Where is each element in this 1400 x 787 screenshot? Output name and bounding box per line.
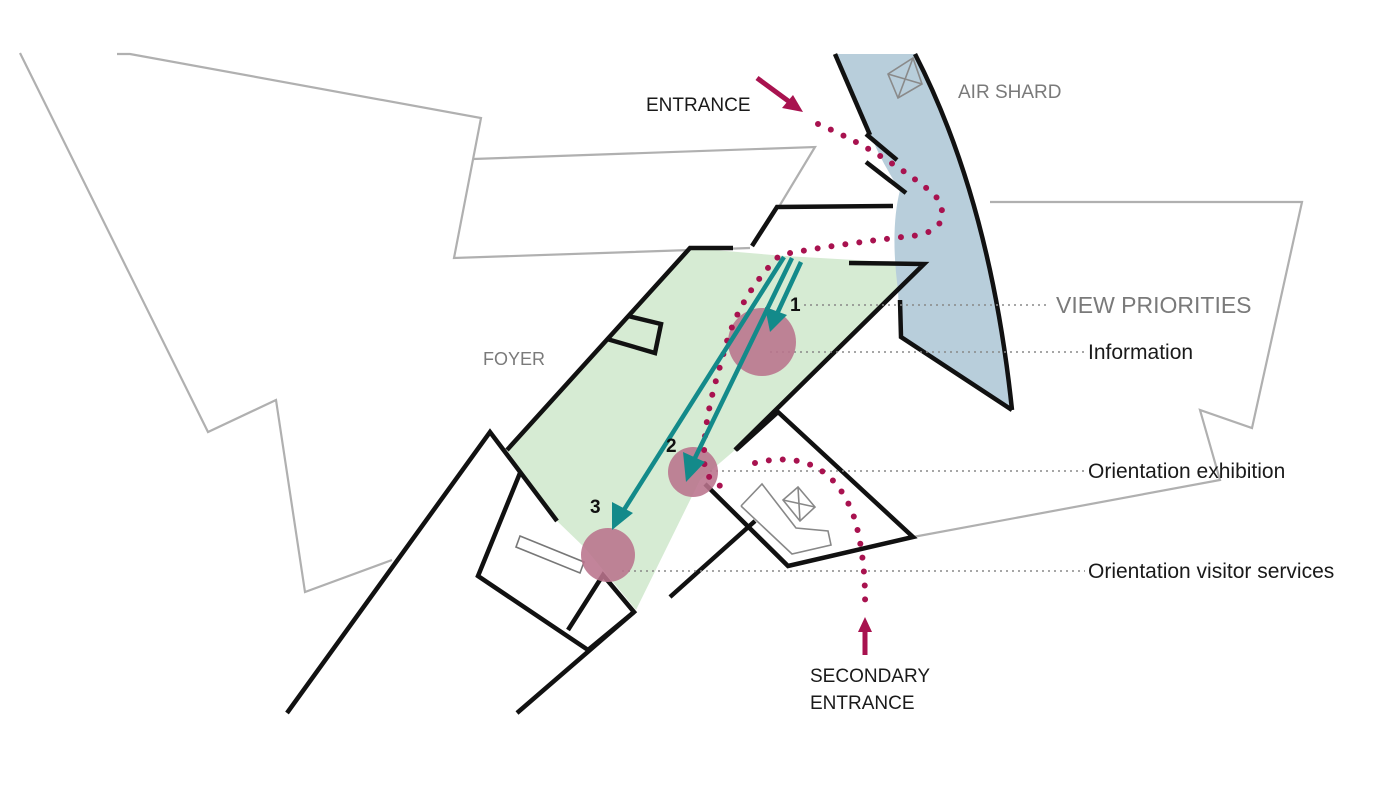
outline-right-wing bbox=[912, 200, 1304, 539]
outline-left-wing bbox=[19, 52, 393, 594]
lower-foyer-wall bbox=[668, 519, 757, 599]
view-arrows bbox=[620, 255, 804, 515]
foyer-right-wall bbox=[733, 260, 930, 452]
lower-right-wall bbox=[515, 610, 636, 715]
view-arrow-1 bbox=[773, 261, 804, 317]
air-shard-walls bbox=[832, 52, 1015, 412]
leader-lines bbox=[622, 304, 1085, 572]
air-shard-label: AIR SHARD bbox=[958, 82, 1062, 103]
secondary-entrance-label-line2: ENTRANCE bbox=[810, 693, 915, 714]
upper-corridor-wall bbox=[750, 203, 894, 248]
air-shard-inner-wall-bottom bbox=[897, 299, 1014, 412]
entrance-arrow bbox=[755, 75, 803, 112]
air-shard-door-jamb-2 bbox=[864, 160, 908, 195]
priority-number-2: 2 bbox=[666, 436, 677, 457]
foyer-top-wall bbox=[505, 245, 733, 452]
building-outline bbox=[19, 52, 1304, 594]
air-shard-area bbox=[835, 54, 1012, 410]
walls bbox=[285, 203, 930, 715]
visitor-services-label: Orientation visitor services bbox=[1088, 560, 1335, 583]
view-arrowheads bbox=[612, 307, 787, 530]
exhibition-furniture bbox=[740, 482, 832, 555]
outline-top-middle bbox=[472, 145, 817, 206]
elevator-icon bbox=[887, 56, 923, 100]
secondary-entrance-arrow bbox=[858, 617, 872, 655]
air-shard-door-jamb-1 bbox=[864, 132, 899, 162]
air-shard-outer-wall bbox=[912, 52, 1015, 411]
priority-number-1: 1 bbox=[790, 295, 801, 316]
foyer-label: FOYER bbox=[483, 349, 546, 369]
air-shard-inner-wall-top bbox=[832, 53, 873, 136]
view-arrowhead-1 bbox=[765, 307, 787, 332]
orientation-exhibition-label: Orientation exhibition bbox=[1088, 460, 1286, 483]
view-priorities-label: VIEW PRIORITIES bbox=[1056, 292, 1252, 318]
secondary-entrance-label-line1: SECONDARY bbox=[810, 666, 931, 687]
left-outer-wall bbox=[285, 428, 559, 715]
outline-top-wing bbox=[117, 52, 751, 260]
view-arrow-2 bbox=[691, 257, 795, 461]
view-arrowhead-3 bbox=[612, 502, 633, 530]
information-label: Information bbox=[1088, 341, 1194, 364]
service-counter bbox=[514, 534, 586, 575]
priority-circle-3 bbox=[581, 528, 635, 582]
priority-number-3: 3 bbox=[590, 497, 601, 518]
entrance-label: ENTRANCE bbox=[646, 95, 751, 116]
small-box-wall bbox=[606, 313, 664, 356]
view-arrowhead-2 bbox=[683, 452, 705, 482]
view-arrow-3 bbox=[620, 255, 786, 515]
exhibition-room-wall bbox=[703, 408, 918, 569]
